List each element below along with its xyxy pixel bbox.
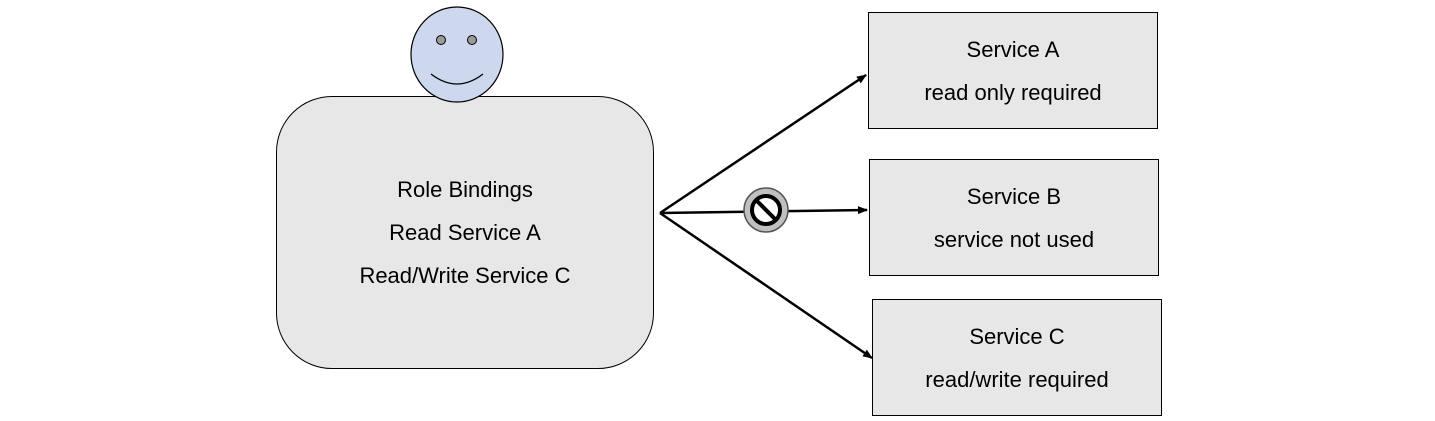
service-a-title: Service A bbox=[966, 37, 1060, 62]
service-a-box: Service A read only required bbox=[868, 12, 1158, 129]
service-c-title: Service C bbox=[969, 324, 1065, 349]
role-binding-readwrite-c: Read/Write Service C bbox=[359, 263, 571, 288]
arrow-to-service-a bbox=[659, 73, 867, 215]
arrow-to-service-c bbox=[659, 211, 873, 360]
arrow-to-service-b bbox=[659, 206, 868, 215]
role-binding-read-a: Read Service A bbox=[389, 220, 541, 245]
no-entry-icon bbox=[743, 187, 789, 233]
service-c-desc: read/write required bbox=[925, 367, 1109, 392]
smiley-face-icon bbox=[410, 6, 504, 103]
service-a-desc: read only required bbox=[924, 80, 1102, 105]
service-c-box: Service C read/write required bbox=[872, 299, 1162, 416]
role-bindings-text: Role Bindings Read Service A Read/Write … bbox=[276, 168, 654, 297]
role-bindings-title: Role Bindings bbox=[397, 177, 533, 202]
service-b-box: Service B service not used bbox=[869, 159, 1159, 276]
role-bindings-box bbox=[276, 96, 654, 369]
service-b-title: Service B bbox=[966, 184, 1062, 209]
service-b-desc: service not used bbox=[933, 227, 1095, 252]
